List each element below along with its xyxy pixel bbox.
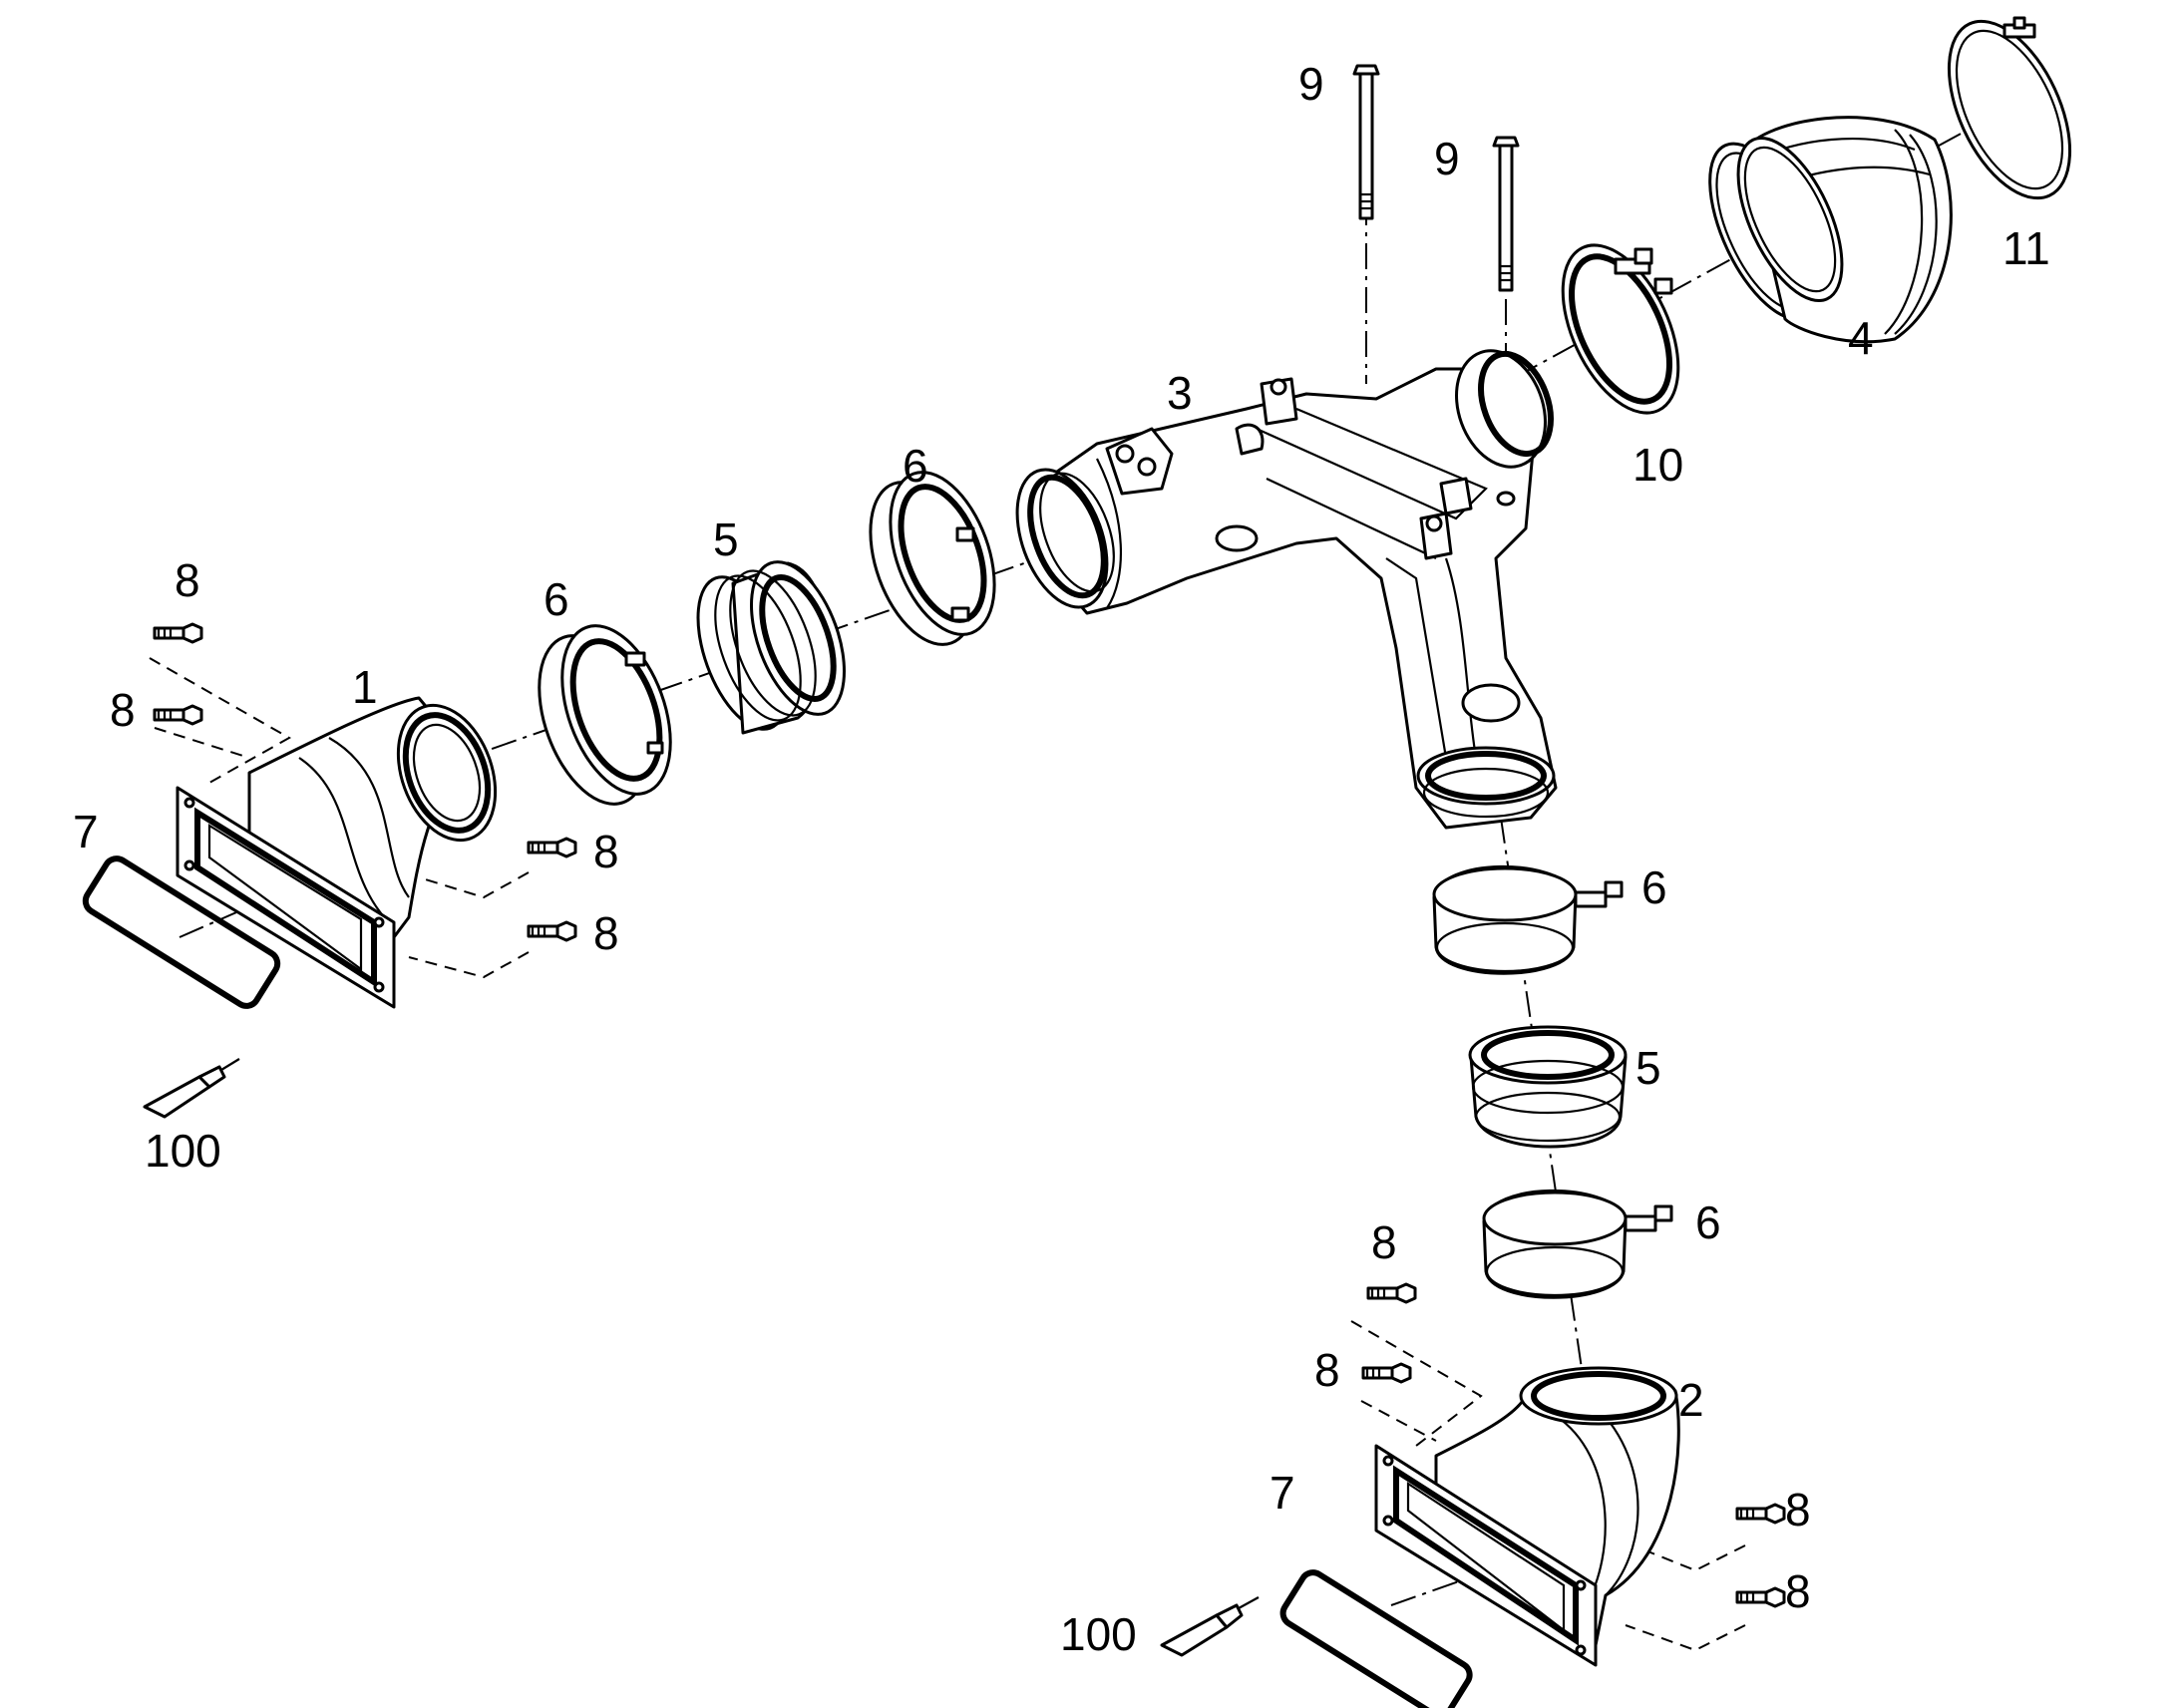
callout-8-tl2: 8 [110, 684, 136, 736]
callout-8-br1: 8 [1371, 1216, 1397, 1268]
callout-6-right-upper: 6 [1641, 861, 1667, 913]
gasket-part-7-left [82, 855, 281, 1009]
callout-8-l4: 8 [593, 907, 619, 959]
hose-clamp-part-11 [1947, 16, 2072, 200]
callout-9-b: 9 [1434, 133, 1460, 184]
callout-6-top: 6 [903, 440, 928, 492]
callout-4: 4 [1848, 312, 1874, 364]
callout-9-a: 9 [1298, 58, 1324, 110]
sealant-tube-left-icon [143, 1058, 240, 1119]
callout-7-left: 7 [73, 806, 99, 857]
callout-3: 3 [1167, 367, 1193, 419]
callout-1: 1 [352, 661, 378, 713]
callout-11: 11 [2002, 222, 2050, 274]
callout-8-br3: 8 [1785, 1484, 1811, 1536]
clamp-part-6-right-lower [1482, 1189, 1673, 1299]
callout-8-br2: 8 [1314, 1344, 1340, 1396]
callout-7-bottom: 7 [1270, 1467, 1295, 1519]
assembly-axes [179, 109, 2005, 1606]
coupling-part-5-top [696, 560, 846, 735]
y-pipe-part-3 [1015, 349, 1558, 830]
callout-labels: 1 2 3 4 5 5 6 6 6 6 7 7 8 8 8 8 8 8 8 8 … [73, 58, 2050, 1660]
callout-8-l3: 8 [593, 826, 619, 877]
callout-10: 10 [1633, 439, 1683, 491]
callout-5-right: 5 [1635, 1042, 1661, 1094]
callout-100-bottom: 100 [1060, 1608, 1137, 1660]
bolt-leader-lines [149, 657, 1746, 1652]
clamp-part-6-right-upper [1432, 864, 1624, 975]
duct-elbow-part-1 [176, 696, 498, 1009]
clamp-part-6-left [538, 624, 672, 806]
duct-elbow-part-2 [1374, 1366, 1680, 1667]
callout-8-tl1: 8 [175, 554, 200, 606]
callout-6-left: 6 [544, 573, 569, 625]
callout-8-br4: 8 [1785, 1565, 1811, 1617]
bolt-part-9-a [1352, 64, 1380, 220]
clamp-part-6-top [869, 471, 996, 646]
clamp-part-10 [1561, 243, 1680, 415]
bellows-part-4 [1708, 116, 1953, 344]
callout-100-left: 100 [145, 1125, 221, 1177]
bolt-part-9-b [1492, 136, 1520, 292]
callout-6-right-lower: 6 [1695, 1196, 1721, 1248]
gasket-part-7-bottom [1279, 1569, 1473, 1708]
coupling-part-5-right [1468, 1025, 1628, 1149]
sealant-tube-bottom-icon [1160, 1596, 1260, 1657]
callout-2: 2 [1678, 1374, 1704, 1426]
callout-5-top: 5 [713, 513, 739, 565]
